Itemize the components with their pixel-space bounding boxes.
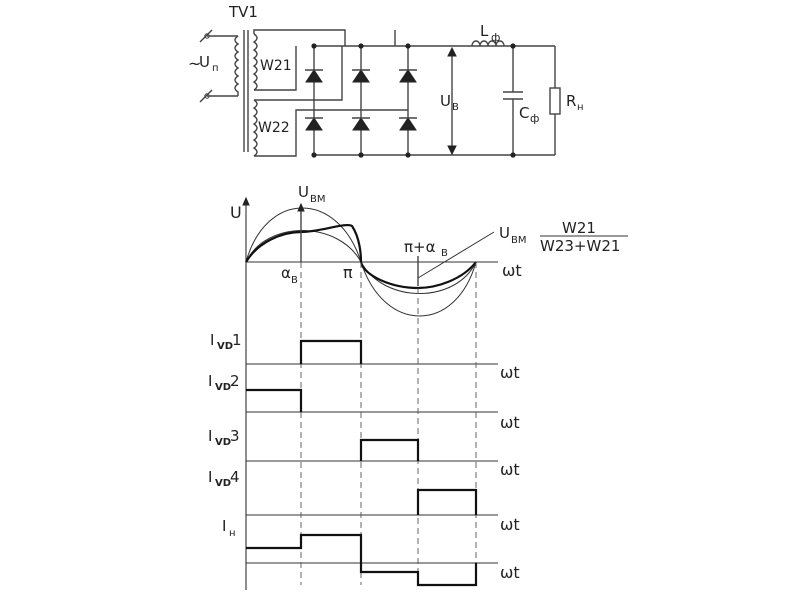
- ivd4-label: I VD 4: [208, 468, 240, 489]
- svg-text:VD: VD: [215, 437, 231, 448]
- current-waveforms: I VD 1 I VD 2 I VD 3 I VD 4 I н ωt ωt ωt…: [208, 262, 520, 587]
- secondary-winding-w21: [252, 33, 258, 91]
- lead-bottom: [254, 109, 408, 157]
- output-voltage-trace: [245, 224, 477, 290]
- svg-text:I: I: [222, 517, 226, 535]
- load-current-trace: [246, 533, 478, 587]
- inductor-subscript: ф: [491, 31, 500, 44]
- transformer-label: TV1: [228, 3, 258, 21]
- ivd2-pulse: [246, 388, 303, 412]
- winding-w21-label: W21: [260, 58, 292, 74]
- inductor-label: L: [480, 22, 489, 40]
- diode-symbol: [305, 69, 323, 83]
- peak-voltage-subscript: ВМ: [310, 194, 326, 205]
- voltage-waveform-plot: U ωt U ВМ U ВМ W21 W23+W21 π+α В α В π: [230, 183, 628, 590]
- primary-winding: [234, 35, 240, 96]
- alpha-subscript: В: [291, 275, 298, 286]
- svg-text:1: 1: [232, 331, 242, 349]
- load-current-label: I н: [222, 517, 236, 539]
- diode-symbol: [352, 117, 370, 131]
- load-subscript: н: [577, 102, 584, 113]
- svg-text:2: 2: [230, 372, 240, 390]
- filter-inductor: [471, 40, 505, 47]
- capacitor-label: C: [519, 104, 529, 122]
- alpha-label: α: [281, 264, 291, 282]
- peak-voltage-label: U: [298, 183, 309, 201]
- svg-text:н: н: [229, 528, 236, 539]
- rectified-voltage-subscript: В: [452, 102, 459, 113]
- ratio-prefix-subscript: ВМ: [511, 235, 527, 246]
- lead-mid-a: [254, 46, 297, 91]
- diode-bridge: [305, 43, 417, 158]
- circuit-schematic: ~ U п TV1 W21 W22: [188, 3, 584, 158]
- voltage-axis-label: U: [230, 203, 242, 222]
- svg-text:I: I: [208, 427, 212, 445]
- ivd3-axis-label: ωt: [500, 460, 520, 479]
- load-resistor: [549, 46, 561, 155]
- pi-alpha-label: π+α: [404, 238, 436, 256]
- supply-voltage-subscript: п: [212, 63, 219, 74]
- lead-mid-b: [254, 46, 343, 101]
- voltage-axis-arrow: [242, 196, 250, 206]
- ivd2-label: I VD 2: [208, 372, 240, 393]
- ivd3-label: I VD 3: [208, 427, 240, 448]
- voltage-x-axis-label: ωt: [502, 261, 522, 280]
- ivd2-axis-label: ωt: [500, 413, 520, 432]
- pi-alpha-subscript: В: [441, 248, 448, 259]
- svg-text:VD: VD: [215, 382, 231, 393]
- winding-w22-label: W22: [258, 120, 290, 136]
- load-label: R: [566, 92, 576, 110]
- diode-symbol: [399, 117, 417, 131]
- svg-text:VD: VD: [215, 478, 231, 489]
- secondary-winding-w22: [252, 99, 258, 157]
- svg-text:4: 4: [230, 468, 240, 486]
- supply-input: [199, 29, 238, 103]
- ivd4-axis-label: ωt: [500, 515, 520, 534]
- load-current-axis-label: ωt: [500, 563, 520, 582]
- ivd1-label: I VD 1: [210, 331, 242, 352]
- svg-text:I: I: [208, 468, 212, 486]
- svg-text:3: 3: [230, 427, 240, 445]
- ratio-numerator: W21: [562, 219, 596, 237]
- lead-top: [253, 29, 346, 46]
- supply-voltage-label: U: [199, 53, 210, 71]
- ratio-denominator: W23+W21: [540, 237, 620, 255]
- ratio-leader: [417, 231, 495, 279]
- supply-tilde: ~: [188, 54, 201, 73]
- ivd1-pulse: [299, 339, 363, 364]
- capacitor-subscript: ф: [530, 112, 539, 125]
- svg-text:I: I: [210, 331, 214, 349]
- svg-text:I: I: [208, 372, 212, 390]
- diode-symbol: [399, 69, 417, 83]
- filter-capacitor: [503, 43, 523, 158]
- ivd3-pulse: [359, 438, 420, 461]
- svg-text:VD: VD: [217, 341, 233, 352]
- diode-symbol: [352, 69, 370, 83]
- ivd1-axis-label: ωt: [500, 363, 520, 382]
- ratio-prefix: U: [499, 224, 510, 242]
- pi-label: π: [343, 263, 353, 282]
- diode-symbol: [305, 117, 323, 131]
- ivd4-pulse: [416, 488, 478, 515]
- rectified-voltage-label: U: [440, 92, 451, 110]
- rectified-voltage-arrow: [447, 46, 457, 156]
